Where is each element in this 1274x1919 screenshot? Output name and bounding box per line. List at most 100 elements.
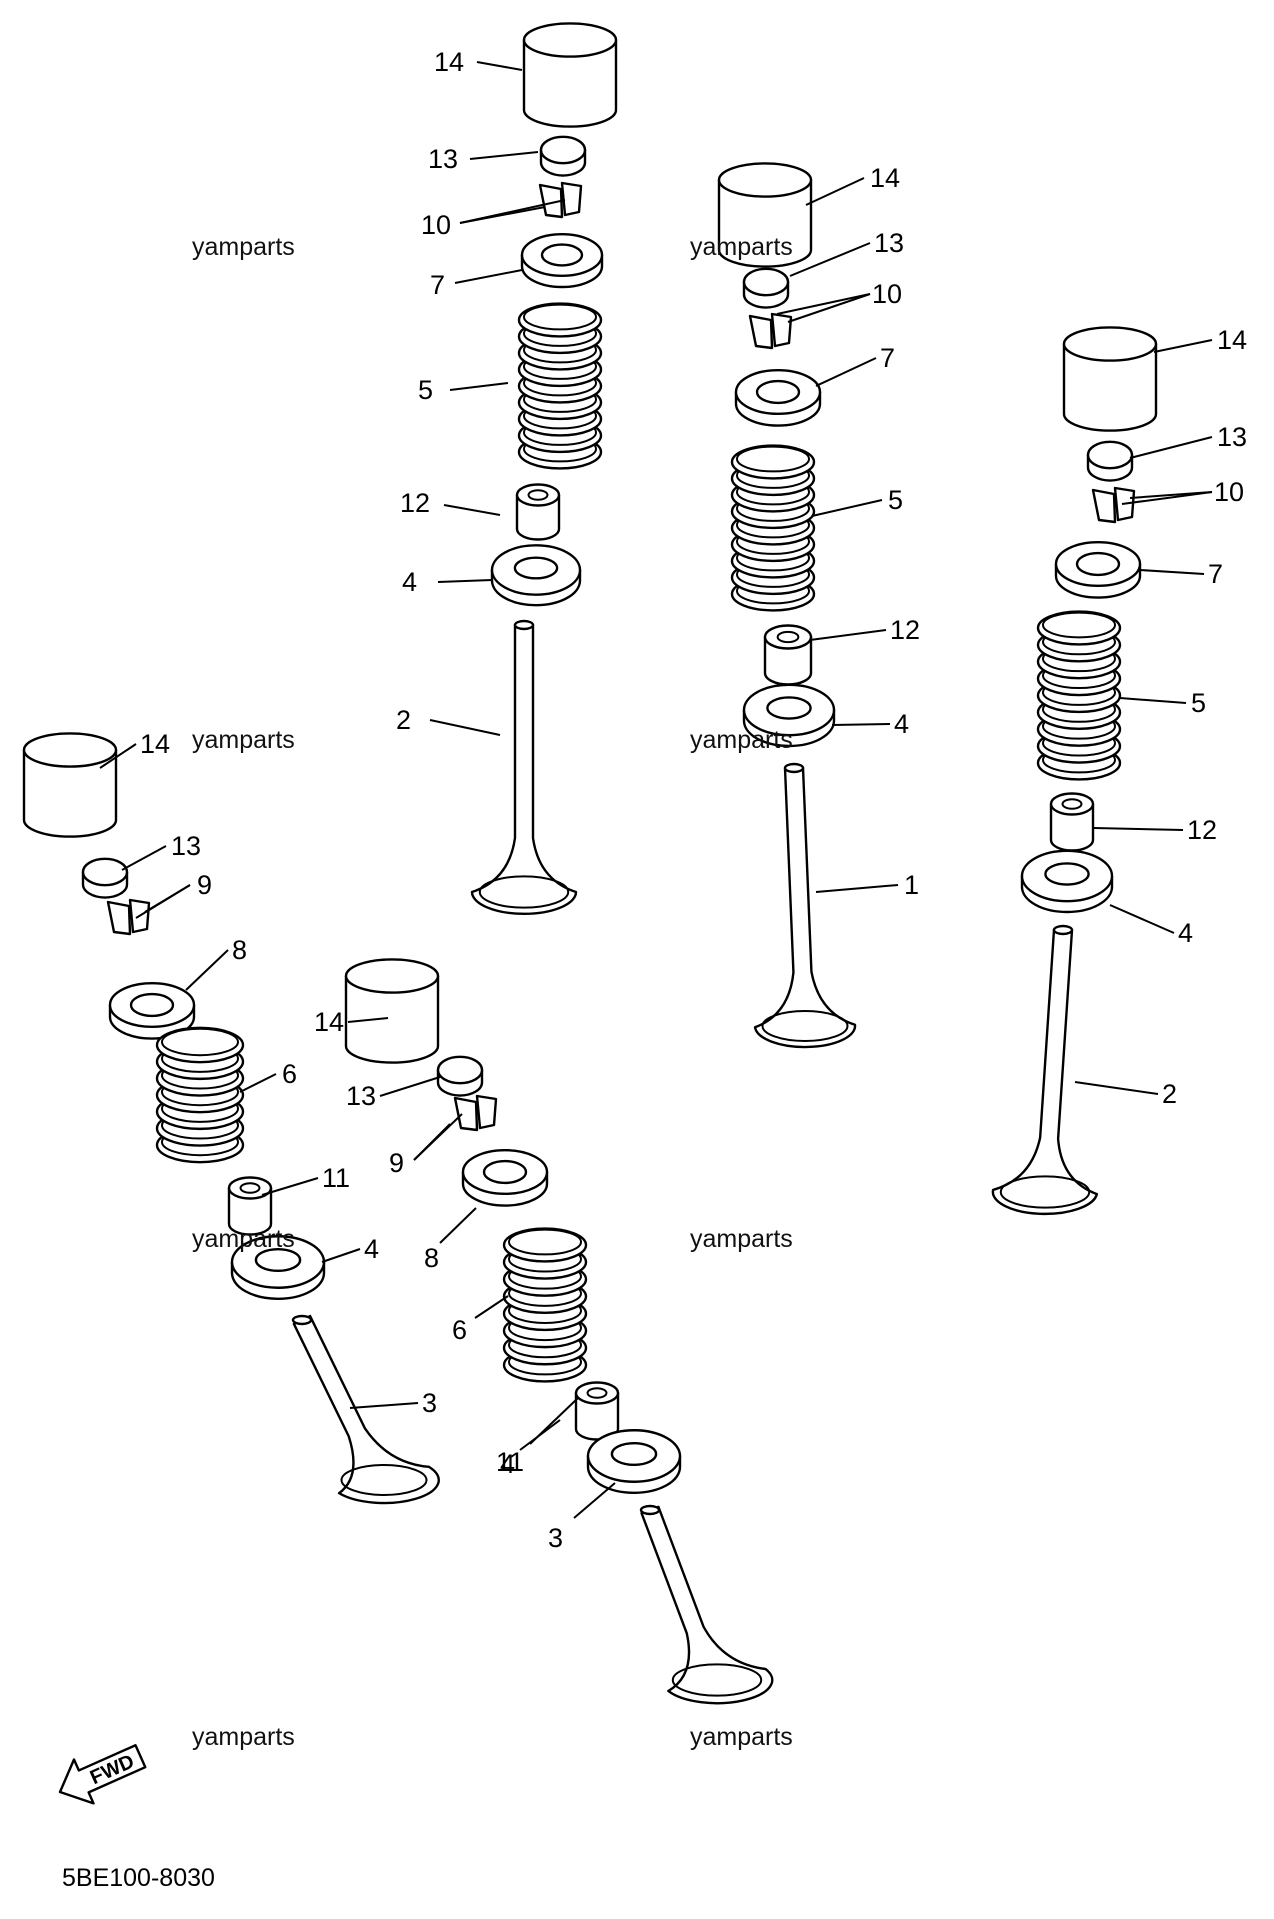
valve-lifter-14-a bbox=[522, 22, 618, 128]
leader-line bbox=[809, 629, 887, 641]
part-callout: 5 bbox=[888, 485, 903, 515]
part-callout: 11 bbox=[322, 1163, 350, 1193]
seal-11-e bbox=[574, 1381, 620, 1441]
part-callout: 5 bbox=[1191, 688, 1206, 718]
part-callout: 14 bbox=[140, 729, 170, 759]
leader-line bbox=[379, 1076, 441, 1097]
part-callout: 4 bbox=[364, 1234, 379, 1264]
part-callout: 1 bbox=[904, 870, 919, 900]
part-callout: 6 bbox=[282, 1059, 297, 1089]
leader-line bbox=[573, 1482, 616, 1519]
leader-line bbox=[1139, 569, 1205, 575]
part-callout: 10 bbox=[421, 210, 451, 240]
part-callout: 13 bbox=[874, 228, 904, 258]
leader-line bbox=[261, 1177, 319, 1196]
leader-line bbox=[437, 579, 493, 583]
part-callout: 12 bbox=[1187, 815, 1217, 845]
watermark-text: yamparts bbox=[690, 1723, 793, 1751]
pad-13-e bbox=[436, 1055, 484, 1097]
part-callout: 13 bbox=[1217, 422, 1247, 452]
part-callout: 2 bbox=[1162, 1079, 1177, 1109]
seal-12-b bbox=[763, 624, 813, 686]
retainer-7-b bbox=[734, 368, 822, 427]
retainer-8-e bbox=[461, 1148, 549, 1207]
leader-line bbox=[349, 1402, 419, 1409]
part-callout: 7 bbox=[1208, 559, 1223, 589]
fwd-arrow-icon: FWD bbox=[58, 1744, 147, 1805]
cotter-10-a bbox=[538, 181, 583, 219]
watermark-text: yamparts bbox=[192, 726, 295, 754]
spring-6-e bbox=[502, 1227, 588, 1383]
cotter-10-c bbox=[1091, 486, 1136, 524]
part-callout: 10 bbox=[1214, 477, 1244, 507]
pad-13-d bbox=[81, 857, 129, 899]
retainer-8-d bbox=[108, 981, 196, 1040]
leader-line bbox=[443, 504, 501, 516]
leader-line bbox=[476, 61, 523, 71]
valve-lifter-14-b bbox=[717, 162, 813, 268]
cotter-9-d bbox=[106, 898, 151, 936]
leader-line bbox=[469, 151, 539, 160]
seat-4-b bbox=[742, 683, 836, 748]
part-callout: 10 bbox=[872, 279, 902, 309]
part-callout: 2 bbox=[396, 705, 411, 735]
part-callout: 3 bbox=[422, 1388, 437, 1418]
watermark-text: yamparts bbox=[192, 1723, 295, 1751]
leader-line bbox=[1153, 339, 1213, 353]
leader-line bbox=[815, 884, 899, 893]
leader-line bbox=[185, 949, 229, 991]
spring-5-b bbox=[730, 444, 816, 612]
watermark-text: yamparts bbox=[192, 233, 295, 261]
leader-line bbox=[805, 177, 865, 206]
part-callout: 4 bbox=[500, 1449, 515, 1479]
pad-13-b bbox=[742, 267, 790, 309]
part-callout: 14 bbox=[314, 1007, 344, 1037]
pad-13-c bbox=[1086, 440, 1134, 482]
valve-lifter-14-e bbox=[344, 958, 440, 1064]
part-callout: 7 bbox=[430, 270, 445, 300]
leader-line bbox=[776, 293, 871, 315]
leader-line bbox=[1074, 1081, 1159, 1095]
leader-line bbox=[787, 293, 871, 323]
watermark-text: yamparts bbox=[690, 1225, 793, 1253]
seat-4-a bbox=[490, 544, 582, 607]
valve-2-c bbox=[991, 924, 1099, 1216]
part-callout: 11 bbox=[496, 1447, 524, 1477]
part-callout: 9 bbox=[389, 1148, 404, 1178]
part-callout: 14 bbox=[870, 163, 900, 193]
seat-4-c bbox=[1020, 849, 1114, 914]
part-callout: 9 bbox=[197, 870, 212, 900]
part-callout: 4 bbox=[402, 567, 417, 597]
part-callout: 13 bbox=[346, 1081, 376, 1111]
valve-lifter-14-c bbox=[1062, 326, 1158, 432]
leader-line bbox=[1119, 697, 1187, 704]
leader-line bbox=[439, 1207, 477, 1244]
leader-line bbox=[1129, 436, 1213, 459]
part-callout: 13 bbox=[171, 831, 201, 861]
seat-4-e bbox=[586, 1429, 682, 1494]
leader-line bbox=[144, 884, 191, 913]
leader-line bbox=[459, 199, 566, 224]
leader-line bbox=[1129, 491, 1213, 499]
leader-line bbox=[811, 499, 883, 517]
part-callout: 12 bbox=[400, 488, 430, 518]
part-callout: 14 bbox=[434, 47, 464, 77]
leader-line bbox=[99, 743, 137, 769]
watermark-text: yamparts bbox=[690, 233, 793, 261]
watermark-text: yamparts bbox=[690, 726, 793, 754]
part-callout: 13 bbox=[428, 144, 458, 174]
drawing-code: 5BE100-8030 bbox=[62, 1864, 215, 1892]
leader-line bbox=[1109, 904, 1175, 934]
part-callout: 12 bbox=[890, 615, 920, 645]
seat-4-d bbox=[230, 1235, 326, 1300]
part-callout: 3 bbox=[548, 1523, 563, 1553]
leader-line bbox=[454, 269, 523, 284]
cotter-9-e bbox=[453, 1094, 498, 1132]
leader-line bbox=[449, 382, 509, 391]
leader-line bbox=[474, 1295, 509, 1319]
part-callout: 8 bbox=[232, 935, 247, 965]
part-callout: 5 bbox=[418, 375, 433, 405]
cotter-10-b bbox=[748, 312, 793, 350]
leader-line bbox=[429, 719, 501, 736]
